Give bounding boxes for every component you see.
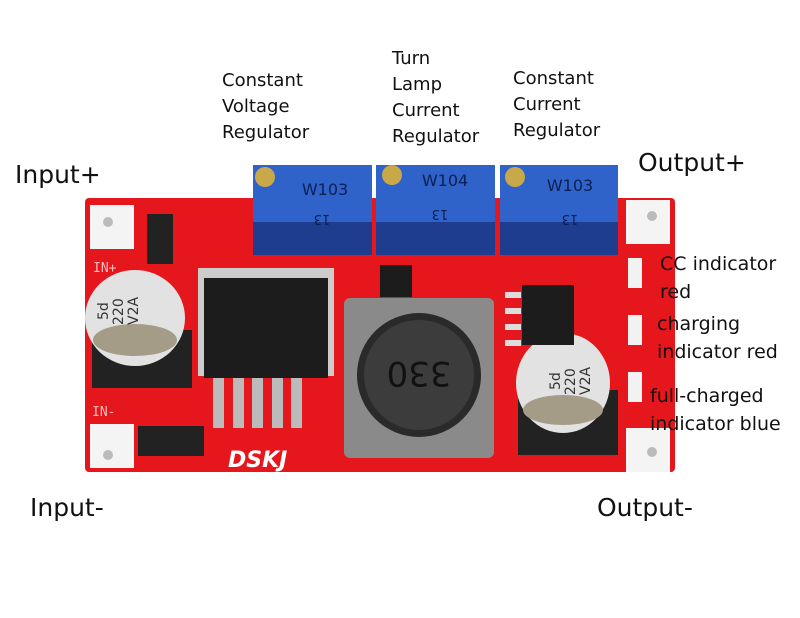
silk-in-plus: IN+ (93, 261, 117, 276)
capacitor-left-marking-1: 5d (96, 302, 112, 320)
pot-2-code: 13 (432, 206, 449, 221)
capacitor-left-marking-3: V2A (126, 297, 142, 325)
pot-3[interactable]: W103 13 (500, 165, 618, 255)
led-cc (628, 258, 642, 288)
input-minus-label: Input- (30, 493, 104, 522)
silk-in-minus: IN- (92, 405, 115, 420)
mounting-pad-tl (90, 205, 134, 249)
capacitor-right-marking-3: V2A (578, 367, 594, 395)
input-plus-label: Input+ (15, 160, 101, 189)
mounting-pad-tr (626, 200, 670, 244)
capacitor-right-marking-1: 5d (548, 372, 564, 390)
svg-text:W104: W104 (422, 171, 468, 190)
led-charging (628, 315, 642, 345)
control-ic (522, 285, 574, 345)
pot-3-code: 13 (562, 211, 579, 226)
svg-text:W103: W103 (302, 180, 348, 199)
diode-top (147, 214, 173, 264)
output-minus-label: Output- (597, 493, 693, 522)
mounting-pad-bl (90, 424, 134, 468)
pot-1[interactable]: W103 13 (253, 165, 372, 255)
capacitor-right-marking-2: 220 (563, 368, 579, 395)
inductor-marking: 330 (387, 353, 452, 393)
led-full (628, 372, 642, 402)
svg-text:W103: W103 (547, 176, 593, 195)
output-plus-label: Output+ (638, 148, 746, 177)
brand-logo: DSKJ (228, 448, 287, 473)
regulator-ic (204, 278, 328, 378)
capacitor-left-marking-2: 220 (111, 298, 127, 325)
pot-2[interactable]: W104 13 (376, 165, 495, 255)
diode-bottom (138, 426, 204, 456)
pot-1-code: 13 (314, 211, 331, 226)
